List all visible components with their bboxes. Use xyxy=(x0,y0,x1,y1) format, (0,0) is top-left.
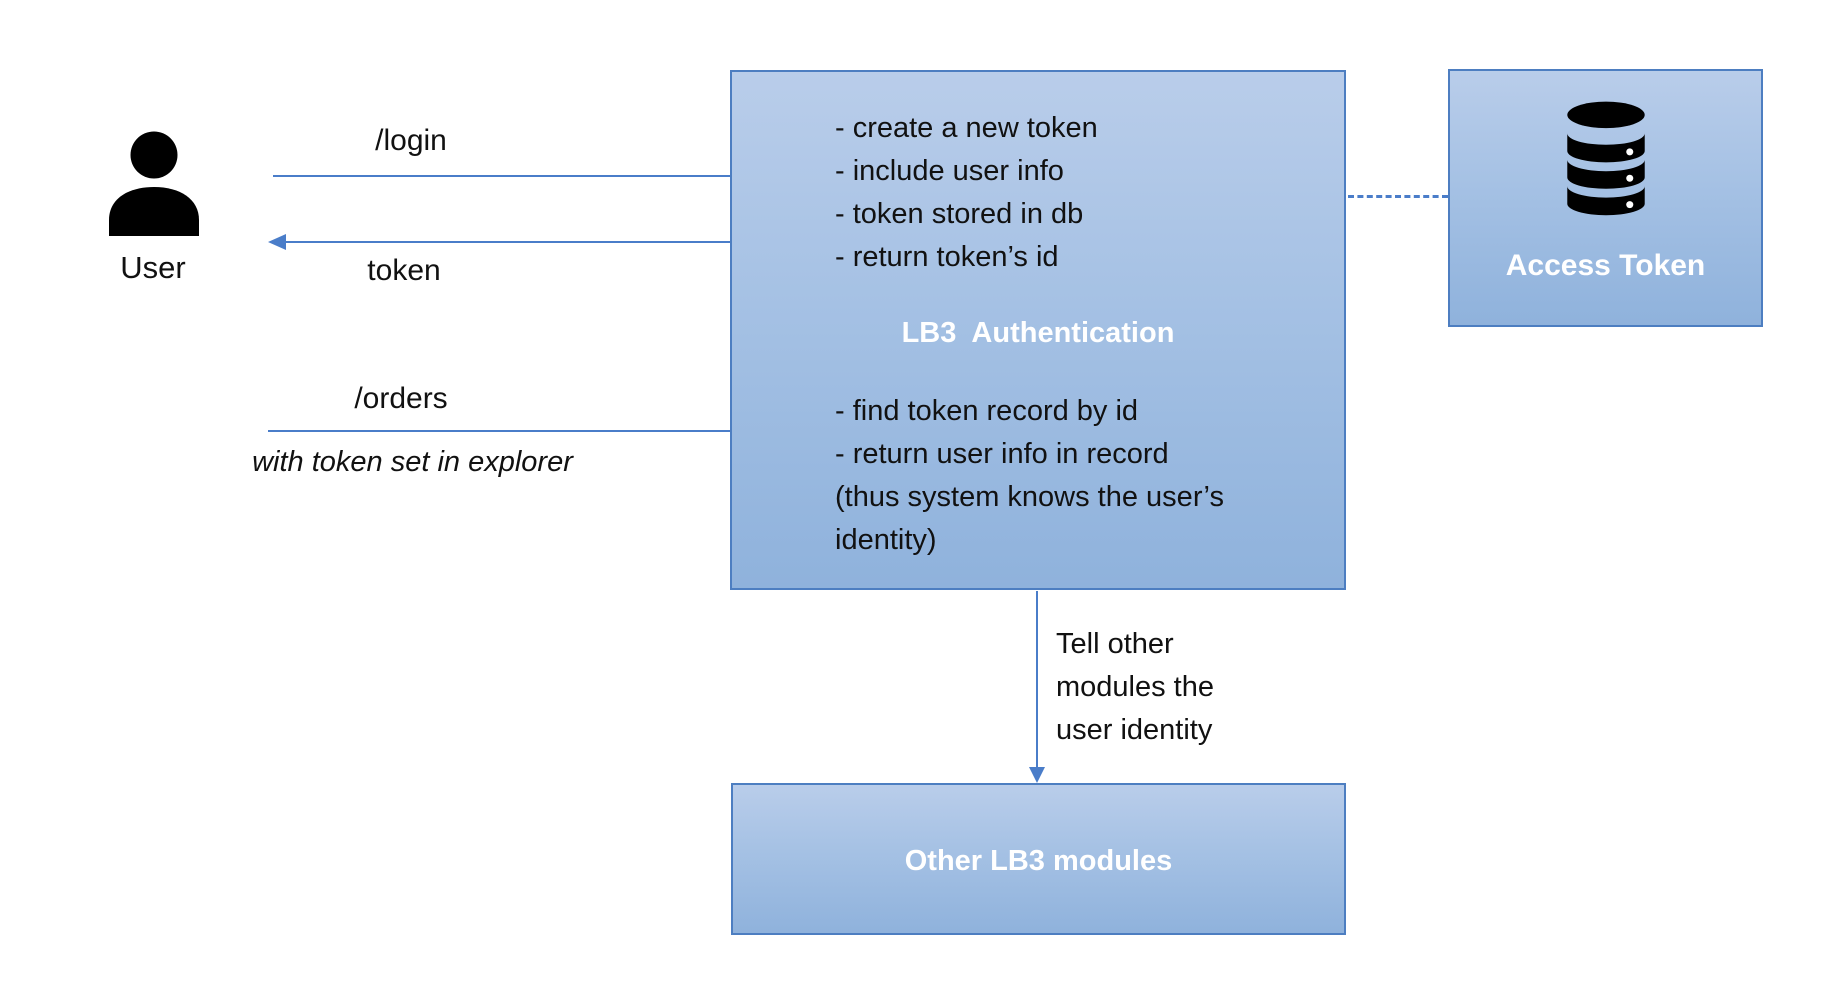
other-lb3-modules-box: Other LB3 modules xyxy=(731,783,1346,935)
tell-modules-note-line: user identity xyxy=(1056,714,1213,746)
tell-modules-note-line: modules the xyxy=(1056,671,1214,703)
orders-steps-list: - find token record by id - return user … xyxy=(835,390,1224,562)
access-token-label: Access Token xyxy=(1505,249,1706,282)
orders-note: with token set in explorer xyxy=(252,446,573,478)
login-step: - include user info xyxy=(835,155,1064,187)
orders-step: (thus system knows the user’s xyxy=(835,481,1224,513)
tell-modules-note: Tell other modules the user identity xyxy=(1056,623,1214,752)
orders-step: - find token record by id xyxy=(835,395,1139,427)
login-step: - token stored in db xyxy=(835,198,1084,230)
orders-arrow-label: /orders xyxy=(354,382,448,415)
other-lb3-modules-label: Other LB3 modules xyxy=(904,845,1173,877)
token-arrow-line xyxy=(286,241,783,243)
user-label: User xyxy=(120,250,186,285)
modules-arrowhead-icon xyxy=(1029,767,1045,783)
token-arrowhead-icon xyxy=(268,234,286,250)
modules-arrow-line xyxy=(1036,591,1038,769)
login-step: - create a new token xyxy=(835,112,1098,144)
orders-arrow-line xyxy=(268,430,739,432)
database-icon xyxy=(1562,97,1650,224)
orders-step: - return user info in record xyxy=(835,438,1169,470)
login-arrow-line xyxy=(273,175,777,177)
lb3-authentication-box: - create a new token - include user info… xyxy=(730,70,1346,590)
login-arrow-label: /login xyxy=(375,124,447,157)
lb3-authentication-title: LB3 Authentication xyxy=(901,317,1175,349)
token-arrow-label: token xyxy=(367,254,441,287)
login-step: - return token’s id xyxy=(835,241,1059,273)
access-token-box: Access Token xyxy=(1448,69,1763,327)
db-dashed-connector-line xyxy=(1348,195,1448,198)
login-steps-list: - create a new token - include user info… xyxy=(835,107,1098,279)
orders-step: identity) xyxy=(835,524,937,556)
tell-modules-note-line: Tell other xyxy=(1056,628,1174,660)
user-person-icon xyxy=(105,130,203,241)
